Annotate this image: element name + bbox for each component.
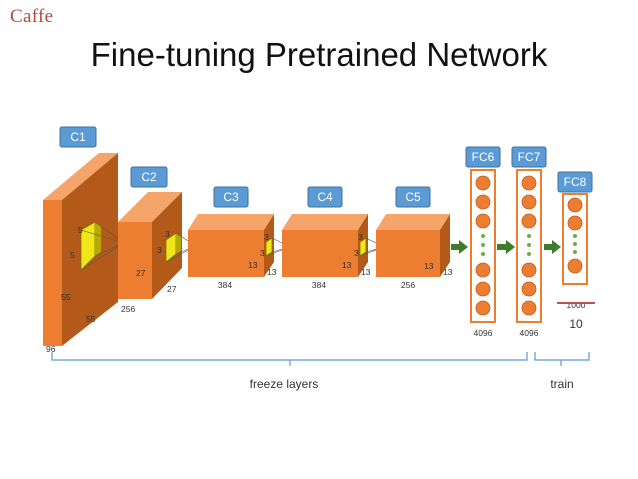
c2-kernel-b: 3 <box>157 245 162 255</box>
layer-c1: C1 5 5 55 55 96 <box>43 126 125 354</box>
layer-fc7: FC7 4096 <box>511 146 547 338</box>
c1-dim-a: 55 <box>61 292 71 302</box>
c4-dim-a: 13 <box>342 260 352 270</box>
fc6-tag <box>465 146 501 168</box>
c4-kernel-b: 3 <box>354 248 359 258</box>
c1-kernel-a: 5 <box>78 225 83 235</box>
c4-dim-b: 13 <box>361 267 371 277</box>
c1-top-face <box>43 153 118 200</box>
c1-kernel-b: 5 <box>70 250 75 260</box>
arrow-fc6-fc7 <box>497 240 515 254</box>
c5-tag <box>395 186 431 208</box>
c3-front-face <box>188 230 264 277</box>
freeze-label: freeze layers <box>250 377 319 391</box>
layer-c2: C2 3 3 27 27 256 <box>118 166 197 314</box>
c4-kernel-a: 3 <box>358 232 363 242</box>
fc8-old-units: 1000 <box>567 300 586 310</box>
fc8-new-units: 10 <box>569 317 583 331</box>
brand-logo-text: Caffe <box>10 6 54 27</box>
c3-dim-a: 13 <box>248 260 258 270</box>
layer-c4: C4 3 3 13 13 384 <box>282 186 385 290</box>
c5-side-face <box>440 214 450 277</box>
c4-depth: 384 <box>312 280 326 290</box>
flow-arrows <box>451 240 561 254</box>
c5-dim-a: 13 <box>424 261 434 271</box>
layer-fc8: FC8 1000 10 <box>557 171 595 331</box>
c4-tag <box>307 186 343 208</box>
c4-top-face <box>282 214 368 230</box>
c1-tag <box>59 126 97 148</box>
c1-front-face <box>43 200 62 346</box>
c5-dim-b: 13 <box>443 267 453 277</box>
layer-c5: C5 13 13 256 <box>376 186 453 290</box>
c2-label: C2 <box>141 170 157 184</box>
c2-kernel-side <box>176 233 181 254</box>
fc6-label: FC6 <box>472 150 495 164</box>
arrow-fc7-fc8 <box>544 240 561 254</box>
c3-label: C3 <box>223 190 239 204</box>
c2-top-face <box>118 192 182 222</box>
freeze-brace: freeze layers <box>51 352 528 391</box>
c3-top-face <box>188 214 274 230</box>
arrow-c5-fc6 <box>451 240 468 254</box>
train-brace: train <box>534 352 590 391</box>
layer-c3: C3 3 3 13 13 384 <box>188 186 291 290</box>
c2-tag <box>130 166 168 188</box>
c1-depth: 96 <box>46 344 56 354</box>
layer-fc6: FC6 4096 <box>465 146 501 338</box>
c2-dim-b: 27 <box>167 284 177 294</box>
c2-depth: 256 <box>121 304 135 314</box>
slide-title: Fine-tuning Pretrained Network <box>90 36 548 73</box>
c2-kernel-a: 3 <box>165 229 170 239</box>
train-label: train <box>550 377 573 391</box>
freeze-brace-line <box>51 352 528 366</box>
fc7-tag <box>511 146 547 168</box>
c3-tag <box>213 186 249 208</box>
c2-dim-a: 27 <box>136 268 146 278</box>
fc8-label: FC8 <box>564 175 587 189</box>
fc7-units: 4096 <box>520 328 539 338</box>
fc7-label: FC7 <box>518 150 541 164</box>
fc8-tag <box>557 171 593 193</box>
c3-kernel-b: 3 <box>260 248 265 258</box>
c1-kernel-side <box>95 222 101 256</box>
fc6-box <box>470 169 496 323</box>
c5-depth: 256 <box>401 280 415 290</box>
fc7-box <box>516 169 542 323</box>
train-brace-line <box>534 352 590 366</box>
c4-front-face <box>282 230 358 277</box>
c3-kernel-a: 3 <box>264 232 269 242</box>
c4-label: C4 <box>317 190 333 204</box>
c1-dim-b: 55 <box>86 314 96 324</box>
c3-depth: 384 <box>218 280 232 290</box>
c1-label: C1 <box>70 130 86 144</box>
c3-dim-b: 13 <box>267 267 277 277</box>
c5-front-face <box>376 230 440 277</box>
c2-front-face <box>118 222 152 299</box>
c5-top-face <box>376 214 450 230</box>
c5-label: C5 <box>405 190 421 204</box>
fc8-box <box>562 193 588 285</box>
fc6-units: 4096 <box>474 328 493 338</box>
